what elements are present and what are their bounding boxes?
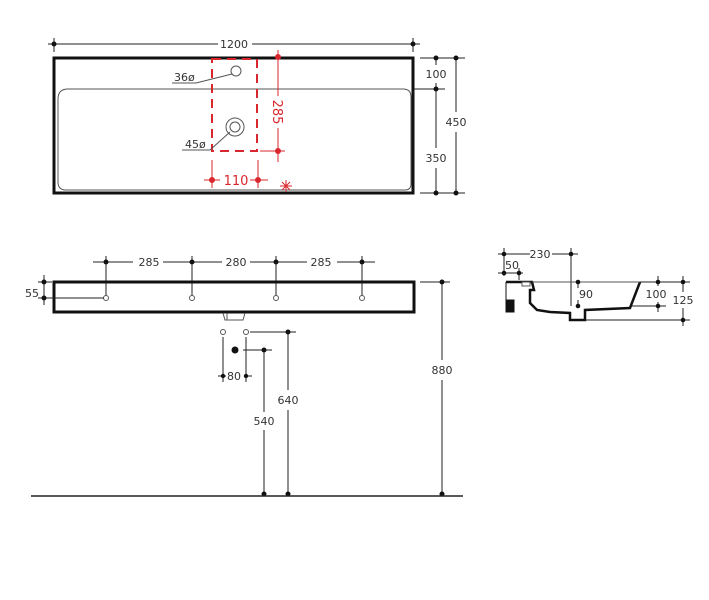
spacing-label-3: 285 bbox=[311, 256, 332, 269]
side-rim-label: 50 bbox=[505, 259, 519, 272]
side-section-back bbox=[505, 282, 515, 313]
side-view: 230 50 90 100 125 bbox=[498, 248, 694, 326]
bowl-depth-label: 350 bbox=[426, 152, 447, 165]
side-bowl-height-label: 100 bbox=[646, 288, 667, 301]
total-depth-label: 450 bbox=[446, 116, 467, 129]
side-depth-label: 230 bbox=[530, 248, 551, 261]
supply-height-label: 640 bbox=[278, 394, 299, 407]
height-label: 55 bbox=[25, 287, 39, 300]
waste-point-icon bbox=[231, 346, 239, 354]
supply-point-icon bbox=[243, 329, 249, 335]
tap-hole-icon bbox=[230, 65, 242, 77]
waste-outlet bbox=[222, 312, 246, 321]
center-mark-icon bbox=[280, 180, 292, 192]
front-view: 285 280 285 55 880 80 bbox=[25, 256, 463, 497]
waste-hole-label: 45ø bbox=[185, 138, 206, 151]
bowl-outline bbox=[57, 88, 412, 191]
supply-spacing-label: 80 bbox=[227, 370, 241, 383]
width-dimension-label: 1200 bbox=[220, 38, 248, 51]
tap-hole-label: 36ø bbox=[174, 71, 195, 84]
red-vertical-dimension-label: 285 bbox=[269, 100, 284, 125]
install-height-label: 880 bbox=[432, 364, 453, 377]
tap-zone bbox=[211, 58, 258, 152]
waste-height-label: 540 bbox=[254, 415, 275, 428]
rim-depth-label: 100 bbox=[426, 68, 447, 81]
top-view: 1200 36ø 45ø 285 110 bbox=[48, 38, 467, 196]
spacing-label-1: 285 bbox=[139, 256, 160, 269]
basin-outline-front bbox=[52, 280, 416, 314]
side-drain-label: 90 bbox=[579, 288, 593, 301]
supply-point-icon bbox=[220, 329, 226, 335]
waste-hole-icon bbox=[225, 117, 245, 137]
side-total-height-label: 125 bbox=[673, 294, 694, 307]
side-section-profile bbox=[506, 280, 642, 322]
red-horizontal-dimension-label: 110 bbox=[224, 174, 249, 189]
basin-outline-top bbox=[52, 56, 415, 195]
spacing-label-2: 280 bbox=[226, 256, 247, 269]
